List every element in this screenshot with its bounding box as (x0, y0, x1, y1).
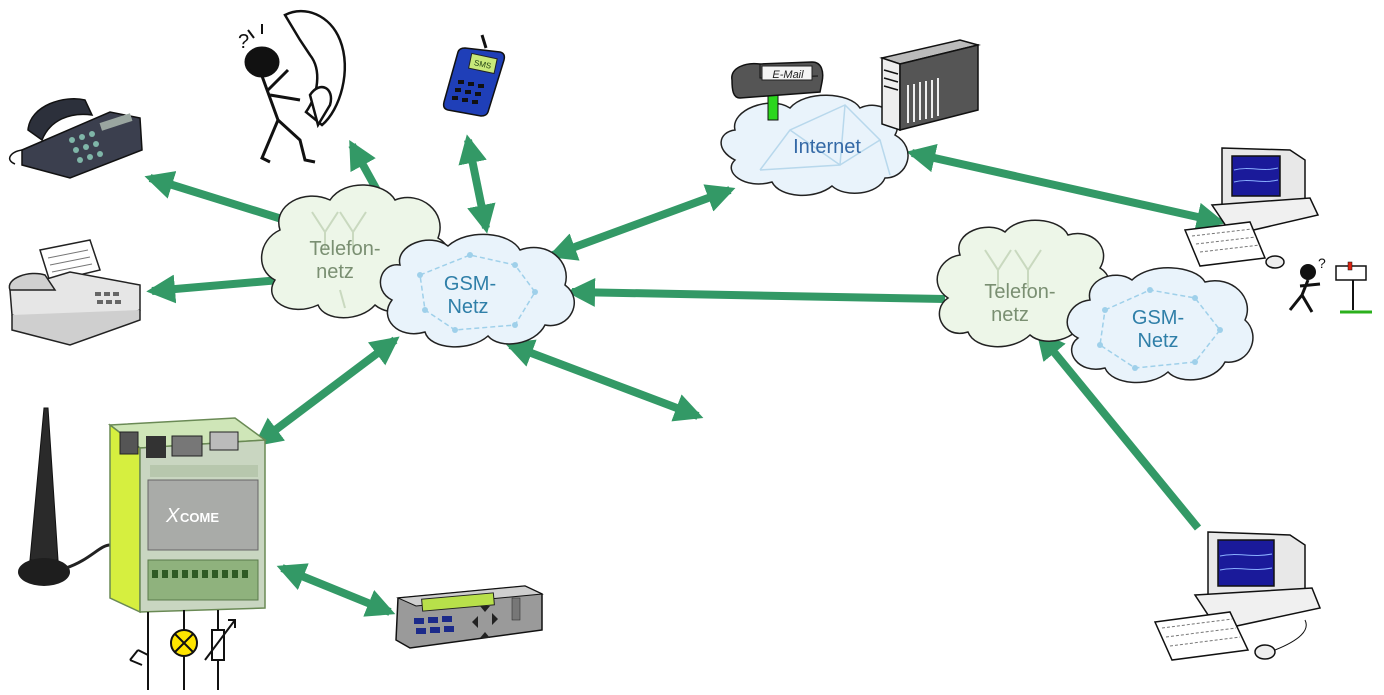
gsm-netz-left-label-line1: GSM- (444, 273, 496, 295)
phone-user-icon: ? (238, 9, 347, 164)
controller-brand-prefix: X (165, 505, 180, 527)
mailbox-sign-text: E-Mail (772, 69, 804, 81)
desk-phone-icon (8, 98, 143, 179)
arrow-telefonnetz-to-fax (146, 274, 281, 304)
gsm-netz-cloud-right: GSM- Netz (1066, 267, 1254, 384)
gsm-controller-device: X COME (18, 407, 268, 614)
fax-machine-icon (8, 239, 141, 346)
arrow-controller-to-display (276, 563, 396, 617)
telefonnetz-right-label-line1: Telefon- (984, 281, 1055, 303)
gsm-netz-right-label-line2: Netz (1137, 330, 1178, 352)
arrow-pc-to-telefonnetz-right (1036, 330, 1202, 531)
computer-bottom-right-icon (1153, 531, 1322, 661)
telefonnetz-cloud-right: Telefon- netz (936, 219, 1112, 348)
arrow-gsm-outgoing (504, 339, 704, 422)
io-wiring (129, 610, 236, 690)
arrow-telefonnetz-to-phone-user (348, 139, 382, 194)
antenna-icon (18, 407, 111, 586)
arrow-telefonnetz-to-desk-phone (144, 171, 287, 224)
svg-text:?: ? (238, 31, 249, 53)
internet-cloud: Internet (720, 94, 909, 197)
email-mailbox-icon: E-Mail (731, 61, 824, 121)
arrow-telefonnetz-right-to-gsm (566, 278, 946, 307)
internet-cloud-label: Internet (793, 136, 861, 158)
controller-brand-text: COME (180, 510, 219, 525)
person-at-mailbox-icon: ? (1288, 255, 1372, 314)
display-terminal-icon (395, 585, 544, 649)
arrow-gsm-to-internet (547, 184, 736, 261)
mobile-screen-text: SMS (473, 58, 492, 70)
computer-top-right-icon (1183, 147, 1320, 269)
gsm-netz-right-label-line1: GSM- (1132, 307, 1184, 329)
telefonnetz-right-label-line2: netz (991, 304, 1029, 326)
arrow-gsm-to-mobile-phone (458, 134, 496, 234)
telefonnetz-left-label-line2: netz (316, 261, 354, 283)
arrow-internet-to-pc (906, 143, 1226, 232)
svg-text:?: ? (1318, 255, 1326, 271)
gsm-netz-left-label-line2: Netz (447, 296, 488, 318)
arrow-gsm-to-controller (253, 336, 400, 447)
mobile-phone-icon: SMS (442, 34, 506, 117)
telefonnetz-left-label-line1: Telefon- (309, 238, 380, 260)
connection-arrows (144, 134, 1226, 617)
server-tower-icon (879, 39, 981, 132)
gsm-netz-cloud-left: GSM- Netz (379, 233, 575, 348)
